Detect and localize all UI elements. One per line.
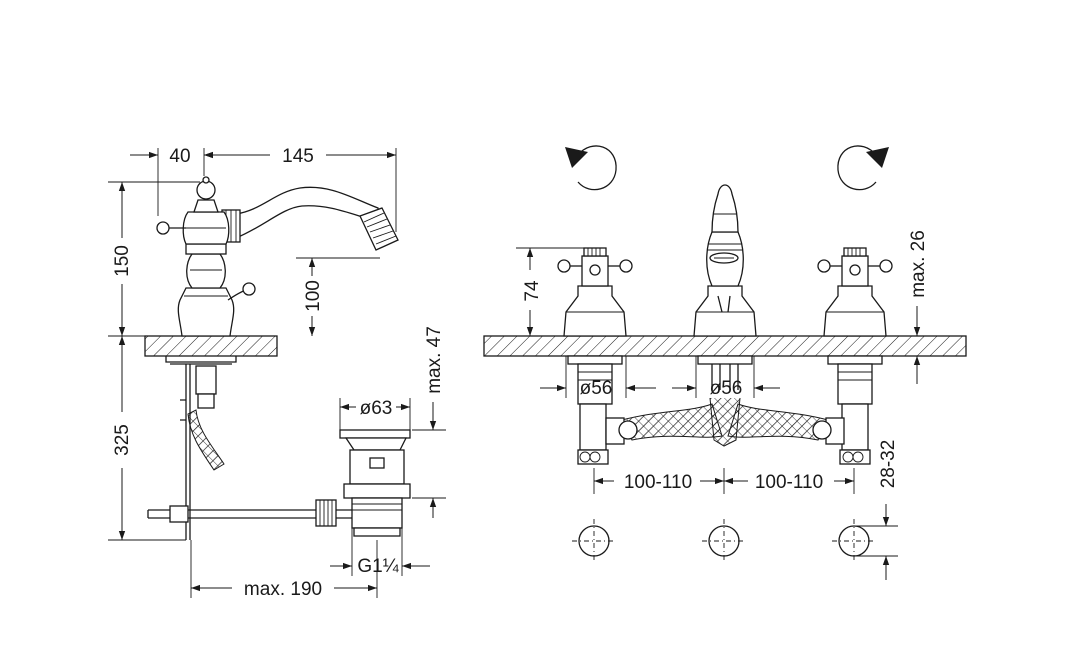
countertop-section-right <box>483 335 967 357</box>
dim-below-deck: 325 <box>112 424 133 456</box>
dim-drain-diameter: ø63 <box>360 398 393 419</box>
valve-shanks <box>567 355 883 465</box>
below-deck-connections <box>165 356 237 540</box>
spout <box>235 186 381 239</box>
countertop-section <box>144 335 278 357</box>
dim-drain-height: max. 47 <box>424 326 445 394</box>
pop-up-waste <box>336 429 411 537</box>
dim-height-above-deck: 150 <box>112 245 133 277</box>
dim-valve-diameter-center: ø56 <box>710 378 743 399</box>
dim-deck-thickness: max. 26 <box>908 230 929 298</box>
flexible-hose <box>187 409 225 471</box>
dim-drain-distance: max. 190 <box>244 579 322 600</box>
dimension-lines-right <box>516 247 930 580</box>
dim-hole-diameter: 28-32 <box>878 440 899 489</box>
rotate-counterclockwise-icon <box>565 145 617 191</box>
dim-valve-height: 74 <box>522 280 543 302</box>
dim-drain-thread: G1¼ <box>357 556 399 577</box>
drain-pull-rod <box>147 499 337 527</box>
mounting-holes <box>572 519 876 563</box>
center-spout <box>693 184 757 337</box>
cold-valve <box>557 247 633 337</box>
mixer-body <box>156 176 256 337</box>
dimension-lines-left <box>108 148 446 598</box>
front-view: 74 max. 26 ø56 ø56 100-110 100-110 28-32 <box>483 145 967 580</box>
aerator-nozzle <box>359 207 399 251</box>
dim-spacing-left: 100-110 <box>624 472 692 493</box>
dim-spout-offset: 40 <box>169 146 190 167</box>
dim-valve-diameter-left: ø56 <box>580 378 613 399</box>
side-view: 40 145 150 325 100 max. 47 ø63 G1¼ max. … <box>108 146 446 600</box>
dim-spacing-right: 100-110 <box>755 472 823 493</box>
hot-valve <box>817 247 893 337</box>
dim-spout-reach: 145 <box>282 146 314 167</box>
rotate-clockwise-icon <box>837 145 889 191</box>
flexible-hoses <box>605 397 845 447</box>
dim-spout-height: 100 <box>303 280 324 312</box>
